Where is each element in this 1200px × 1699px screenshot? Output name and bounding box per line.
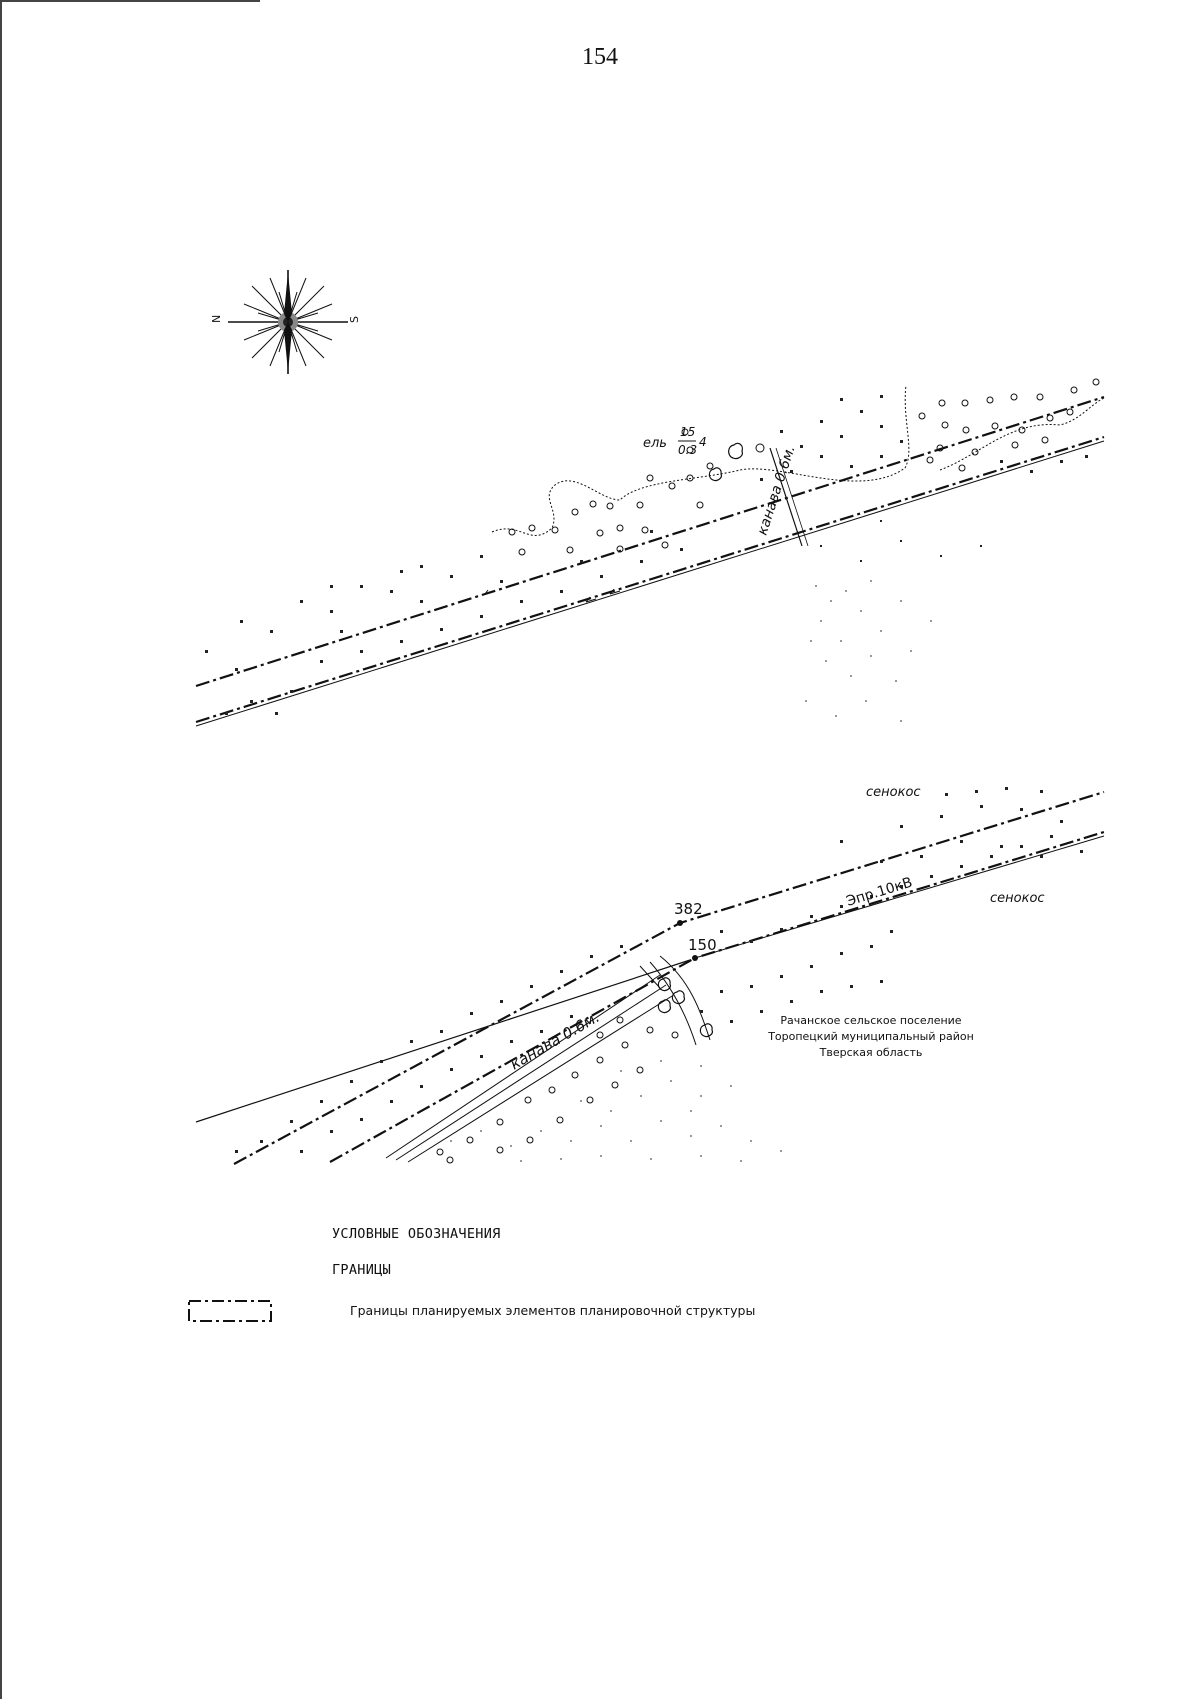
admin-area-line1: Рачанское сельское поселение <box>780 1014 961 1027</box>
ditch-label-upper: канава 0.6м. <box>755 444 799 538</box>
upper-ditch-line <box>769 447 803 547</box>
point-150-marker <box>692 955 698 961</box>
upper-forest-symbols <box>508 378 1100 556</box>
compass-south-label: S <box>348 316 361 323</box>
page-number: 154 <box>582 44 618 70</box>
lower-long-line <box>195 959 691 1123</box>
upper-boundary-north <box>195 395 1105 688</box>
legend-item-text: Границы планируемых элементов планировоч… <box>350 1303 756 1318</box>
tree-species-label: ель <box>643 436 667 451</box>
tree-diameter-label: 0.3 <box>678 443 697 457</box>
compass-north-label: N <box>210 315 223 323</box>
lower-map-fragment: сенокос сенокос Эпр.10кВ 382 150 канава … <box>195 785 1105 1165</box>
top-edge-line <box>0 0 260 2</box>
upper-road-edge <box>195 440 1105 727</box>
point-382-marker <box>677 920 683 926</box>
left-margin-line <box>0 0 2 1699</box>
upper-meadow-dots <box>205 395 1088 715</box>
tree-spacing-label: 4 <box>699 435 707 449</box>
legend-title: УСЛОВНЫЕ ОБОЗНАЧЕНИЯ <box>332 1226 501 1242</box>
boundary-symbol-icon <box>188 1300 272 1322</box>
admin-area-line3: Тверская область <box>819 1046 923 1059</box>
lower-meadow-dots <box>235 787 1083 1153</box>
legend-item: Границы планируемых элементов планировоч… <box>186 1298 886 1324</box>
point-150-label: 150 <box>688 936 717 954</box>
legend-section-title: ГРАНИЦЫ <box>332 1262 391 1278</box>
lower-boundary-south <box>329 830 1105 1163</box>
lower-stipple <box>450 1060 782 1162</box>
forest-edge <box>491 384 910 536</box>
lower-boundary-north <box>233 790 1105 1165</box>
point-382-label: 382 <box>674 900 703 918</box>
lower-ditch-lines <box>385 955 711 1163</box>
ditch-label-lower: канава 0.6м. <box>507 1008 603 1074</box>
hay-label-right: сенокос <box>990 891 1045 906</box>
lower-forest-symbols <box>436 1016 679 1164</box>
upper-stipple <box>805 580 932 722</box>
tree-height-label: 15 <box>680 425 695 439</box>
upper-boundary-south <box>195 435 1105 724</box>
lower-powerline <box>694 835 1105 959</box>
admin-area-line2: Торопецкий муниципальный район <box>767 1030 974 1043</box>
compass-rose-icon: N S <box>210 270 361 374</box>
powerline-label: Эпр.10кВ <box>844 875 914 910</box>
hay-label-upper: сенокос <box>866 785 921 800</box>
upper-map-fragment: ель 15 0.3 4 канава 0.6м. <box>195 378 1105 727</box>
